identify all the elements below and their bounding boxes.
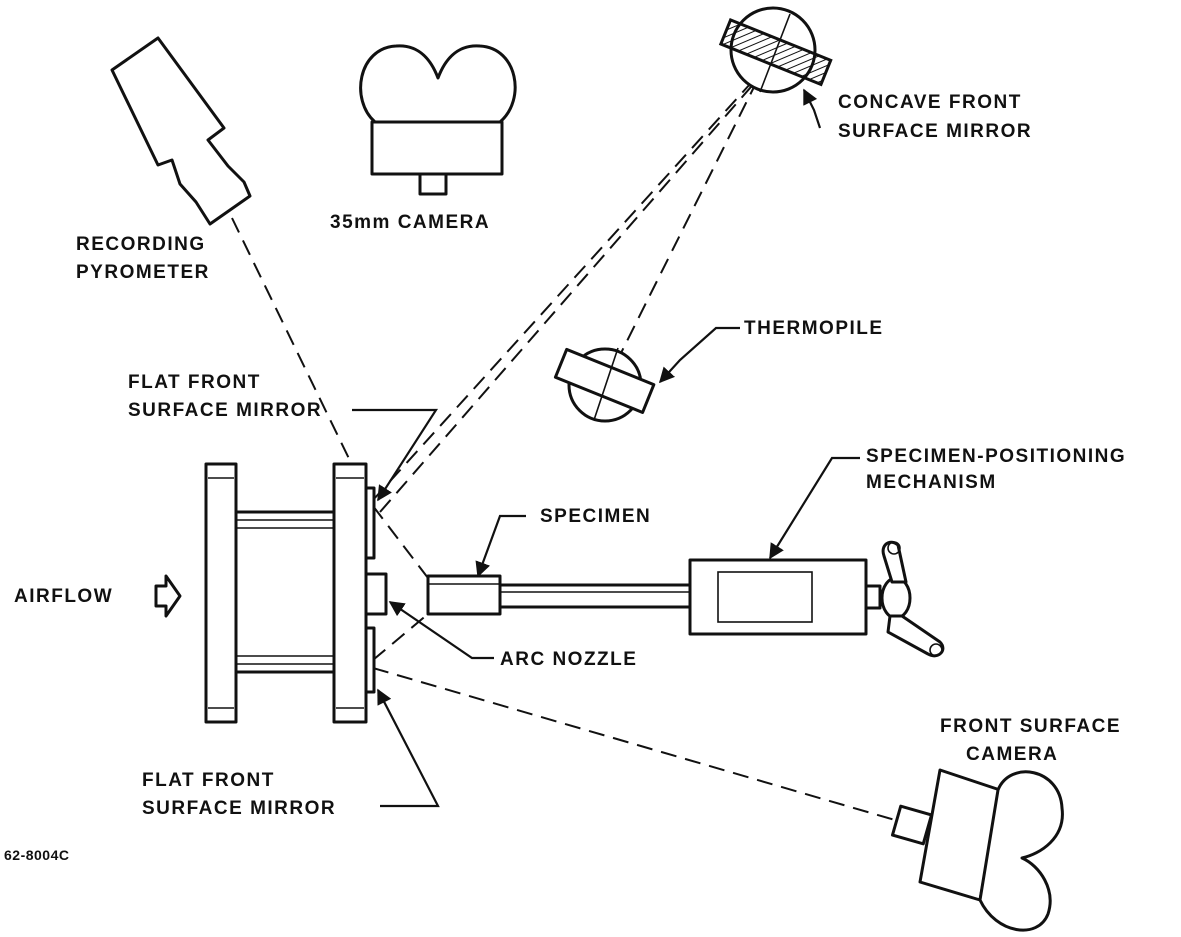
camera-35mm-icon — [359, 44, 517, 196]
optical-paths — [231, 61, 896, 821]
label-flat-mirror-top-1: FLAT FRONT — [128, 372, 261, 393]
leader-flat-mirror-bottom — [377, 688, 440, 808]
leader-specimen — [475, 514, 526, 578]
leader-lines — [352, 88, 860, 808]
leader-arc-nozzle — [388, 601, 494, 660]
label-front-camera-1: FRONT SURFACE — [940, 716, 1121, 737]
mirror-to-specimen-bottom — [372, 613, 429, 661]
figure-number: 62-8004C — [4, 847, 70, 863]
mirror-to-specimen-top — [372, 505, 429, 579]
front-camera-sight-line — [372, 667, 896, 821]
label-pyrometer-1: RECORDING — [76, 234, 206, 255]
thermopile-beam — [604, 84, 756, 386]
labels: CONCAVE FRONT SURFACE MIRROR 35mm CAMERA… — [4, 92, 1126, 863]
airflow-arrow-icon — [154, 574, 182, 618]
label-arc-nozzle: ARC NOZZLE — [500, 649, 637, 670]
arc-heater-icon — [204, 462, 388, 724]
label-positioning-2: MECHANISM — [866, 472, 997, 493]
label-thermopile: THERMOPILE — [744, 318, 884, 339]
label-airflow: AIRFLOW — [14, 586, 113, 607]
concave-mirror-icon — [718, 6, 833, 94]
concave-mirror-beam-lower — [379, 79, 758, 513]
label-camera-35mm: 35mm CAMERA — [330, 212, 490, 233]
label-concave-mirror-2: SURFACE MIRROR — [838, 121, 1032, 142]
label-front-camera-2: CAMERA — [966, 744, 1058, 765]
label-specimen: SPECIMEN — [540, 506, 651, 527]
label-flat-mirror-bottom-1: FLAT FRONT — [142, 770, 275, 791]
specimen-icon — [426, 574, 502, 616]
label-flat-mirror-top-2: SURFACE MIRROR — [128, 400, 322, 421]
label-positioning-1: SPECIMEN-POSITIONING — [866, 446, 1126, 467]
leader-thermopile — [658, 326, 740, 384]
leader-flat-mirror-top — [352, 408, 439, 502]
label-pyrometer-2: PYROMETER — [76, 262, 210, 283]
leader-concave-mirror — [803, 88, 822, 129]
leader-positioning — [769, 456, 860, 560]
pyrometer-icon — [110, 36, 252, 226]
label-concave-mirror-1: CONCAVE FRONT — [838, 92, 1022, 113]
positioning-mechanism-icon — [498, 540, 945, 658]
pyrometer-sight-line — [231, 217, 374, 509]
label-flat-mirror-bottom-2: SURFACE MIRROR — [142, 798, 336, 819]
front-surface-camera-icon — [890, 768, 1064, 932]
thermopile-icon — [553, 347, 656, 423]
